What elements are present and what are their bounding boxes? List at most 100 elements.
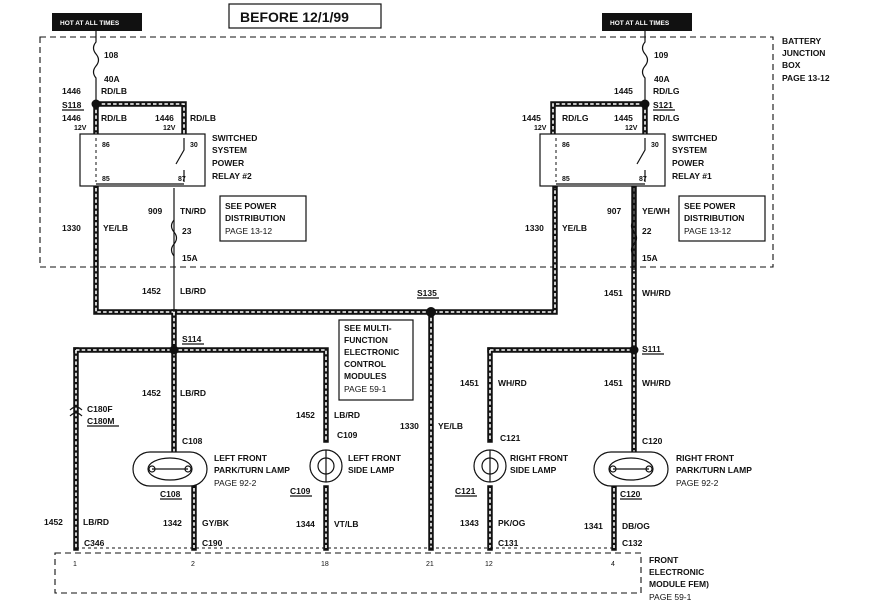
fuse-40a-right: 40A [654, 74, 670, 84]
svg-text:87: 87 [178, 176, 186, 183]
fem-pin-2: 2 [191, 561, 195, 568]
see-multifunction-modules: SEE MULTI- FUNCTION ELECTRONIC CONTROL M… [338, 319, 414, 401]
svg-text:PAGE 13-12: PAGE 13-12 [225, 226, 272, 236]
wire-1451-rfs: 1451 [460, 378, 479, 388]
wire-907: 907 [607, 206, 621, 216]
rfpt-label-2: PARK/TURN LAMP [676, 465, 752, 475]
wire-vtlb: VT/LB [334, 519, 359, 529]
svg-text:SEE MULTI-: SEE MULTI- [344, 323, 392, 333]
wire-1341: 1341 [584, 521, 603, 531]
relay2-label-4: RELAY #2 [212, 171, 252, 181]
title-box [228, 3, 382, 29]
svg-text:85: 85 [102, 176, 110, 183]
wire-whrd-mid: WH/RD [642, 288, 671, 298]
wire-yelb-right: YE/LB [562, 223, 587, 233]
wire-lbrd-lfpt: LB/RD [180, 388, 206, 398]
hot-label-left: HOT AT ALL TIMES [60, 20, 120, 27]
wire-rdlg-top: RD/LG [653, 86, 680, 96]
connector-c180m: C180M [87, 416, 114, 426]
splice-dot-s114 [169, 345, 179, 355]
diagram-title: BEFORE 12/1/99 [240, 9, 349, 25]
fem-pin-12: 12 [485, 561, 493, 568]
splice-s111: S111 [642, 344, 661, 354]
wire-tnrd: TN/RD [180, 206, 206, 216]
wire-whrd-rfs: WH/RD [498, 378, 527, 388]
splice-s135: S135 [417, 288, 437, 298]
fuse-15a-right: 15A [642, 253, 658, 263]
wire-1344: 1344 [296, 519, 315, 529]
conn-c109: C109 [337, 430, 358, 440]
fuse-108: 108 [104, 50, 118, 60]
conn-c109-b: C109 [290, 486, 311, 496]
wire-1445-a: 1445 [522, 113, 541, 123]
hot-label-right: HOT AT ALL TIMES [610, 20, 670, 27]
wire-rdlb-b: RD/LB [190, 113, 216, 123]
fuse-109: 109 [654, 50, 668, 60]
conn-c346: C346 [84, 538, 105, 548]
lfpt-page: PAGE 92-2 [214, 478, 257, 488]
lfs-label-2: SIDE LAMP [348, 465, 395, 475]
conn-c131: C131 [498, 538, 519, 548]
wire-1446-a: 1446 [62, 113, 81, 123]
lamp-right-front-park-turn [593, 451, 669, 487]
wire-1451-mid: 1451 [604, 288, 623, 298]
fuse-link-right [641, 31, 649, 100]
fuse-23: 23 [182, 226, 192, 236]
rfpt-page: PAGE 92-2 [676, 478, 719, 488]
conn-c120-b: C120 [620, 489, 641, 499]
svg-text:86: 86 [102, 142, 110, 149]
see-power-distribution-right: SEE POWER DISTRIBUTION PAGE 13-12 [678, 195, 766, 242]
relay2-label-3: POWER [212, 158, 244, 168]
wire-1330-center: 1330 [400, 421, 419, 431]
wire-1445-top: 1445 [614, 86, 633, 96]
fem-label-2: ELECTRONIC [649, 567, 704, 577]
relay2-label-1: SWITCHED [212, 133, 257, 143]
lfs-label-1: LEFT FRONT [348, 453, 402, 463]
conn-c132: C132 [622, 538, 643, 548]
battery-junction-box-outline [39, 36, 774, 268]
fem-label-3: MODULE FEM) [649, 579, 709, 589]
wire-1343: 1343 [460, 518, 479, 528]
wire-1445-b: 1445 [614, 113, 633, 123]
splice-dot-s121 [640, 99, 650, 109]
front-electronic-module-outline [54, 552, 642, 594]
volt-12v-c: 12V [534, 125, 547, 132]
bjb-page: PAGE 13-12 [782, 73, 830, 83]
wire-yelb-left: YE/LB [103, 223, 128, 233]
volt-12v-d: 12V [625, 125, 638, 132]
hot-label-left-bg [52, 13, 142, 31]
svg-text:ELECTRONIC: ELECTRONIC [344, 347, 399, 357]
splice-dot-s111 [629, 345, 639, 355]
fem-page: PAGE 59-1 [649, 592, 692, 602]
lamp-left-front-side [309, 449, 343, 483]
fem-pin-18: 18 [321, 561, 329, 568]
conn-c120: C120 [642, 436, 663, 446]
fuse-40a-left: 40A [104, 74, 120, 84]
splice-dot-s135 [426, 307, 436, 317]
rfpt-label-1: RIGHT FRONT [676, 453, 735, 463]
wire-1342: 1342 [163, 518, 182, 528]
wire-whrd-rfpt: WH/RD [642, 378, 671, 388]
see-power-distribution-left: SEE POWER DISTRIBUTION PAGE 13-12 [219, 195, 307, 242]
wire-rdlg-b: RD/LG [653, 113, 680, 123]
bjb-label-3: BOX [782, 60, 801, 70]
svg-text:CONTROL: CONTROL [344, 359, 386, 369]
wire-rdlb-top: RD/LB [101, 86, 127, 96]
splice-s114: S114 [182, 334, 202, 344]
wire-1452-lfpt: 1452 [142, 388, 161, 398]
svg-text:DISTRIBUTION: DISTRIBUTION [684, 213, 744, 223]
svg-text:87: 87 [639, 176, 647, 183]
conn-c190: C190 [202, 538, 223, 548]
wire-dbog: DB/OG [622, 521, 650, 531]
conn-c121-b: C121 [455, 486, 476, 496]
wire-yelb-center: YE/LB [438, 421, 463, 431]
conn-c108: C108 [182, 436, 203, 446]
fem-pin-4: 4 [611, 561, 615, 568]
bjb-label-1: BATTERY [782, 36, 822, 46]
wire-rdlg-a: RD/LG [562, 113, 589, 123]
relay1-label-1: SWITCHED [672, 133, 717, 143]
wire-lbrd-lfs: LB/RD [334, 410, 360, 420]
lamp-left-front-park-turn [132, 451, 208, 487]
splice-dot-s118 [91, 99, 101, 109]
